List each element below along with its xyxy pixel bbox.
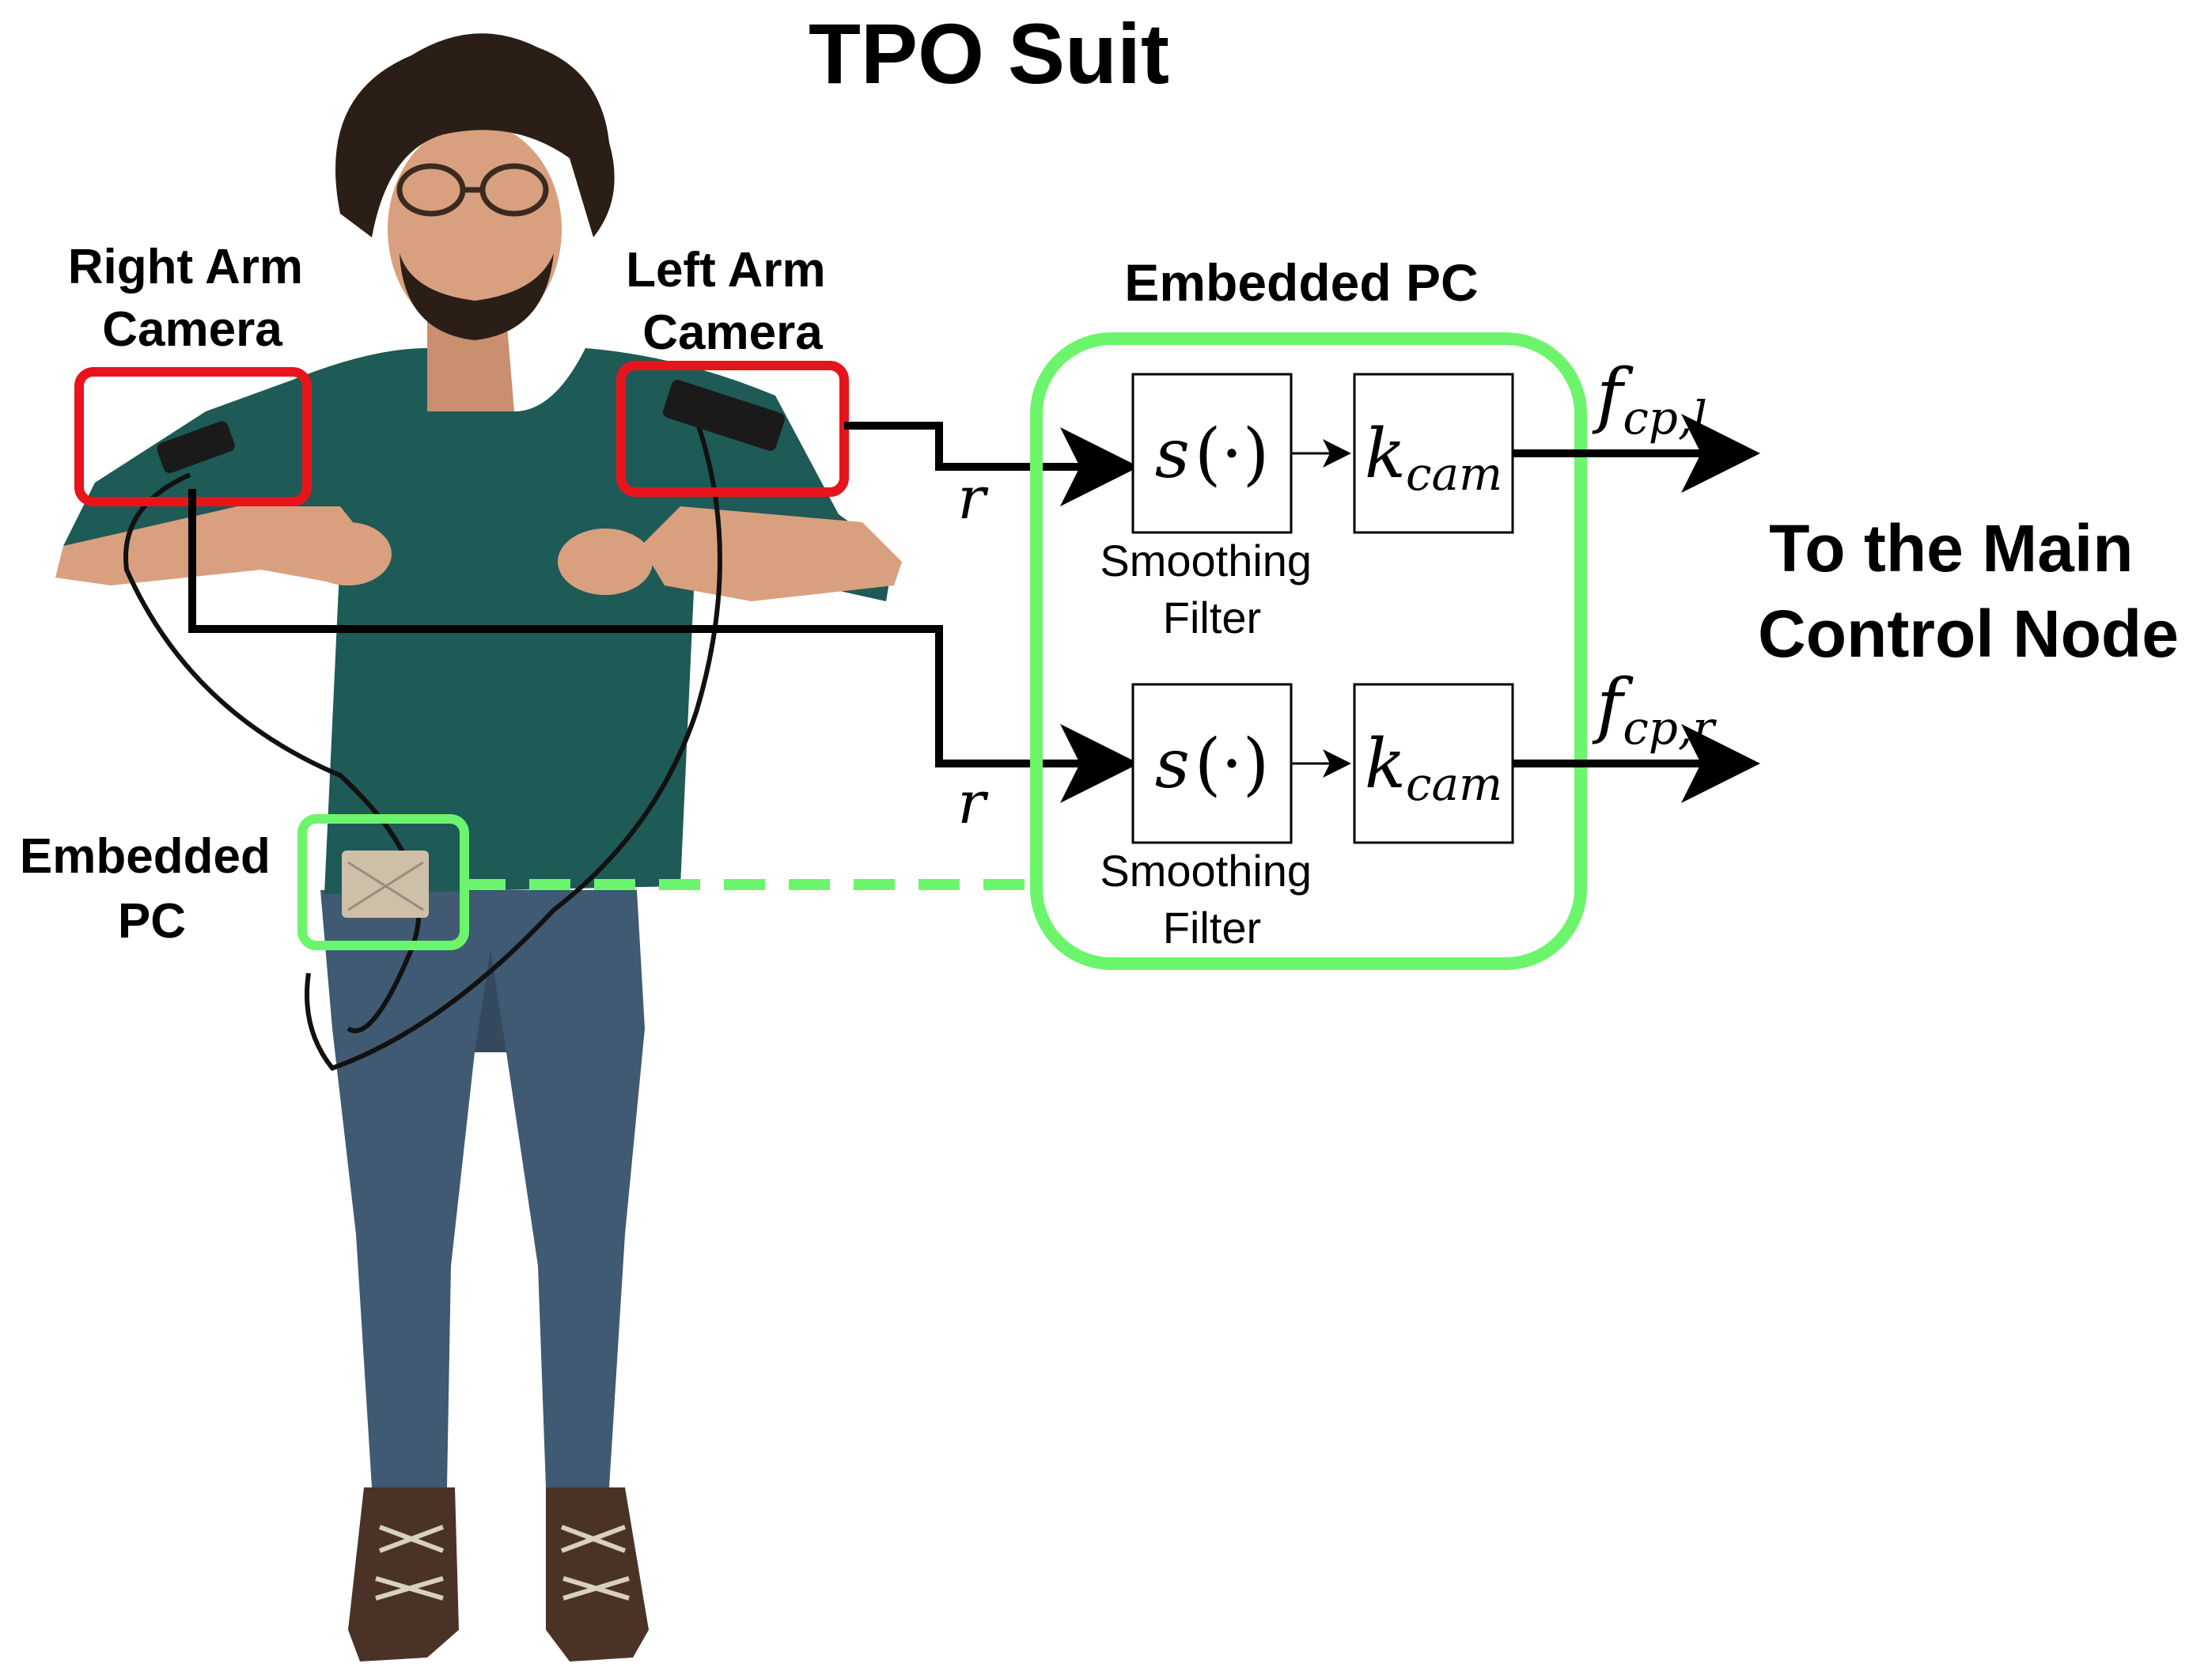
embedded-pc-box-title: Embedded PC bbox=[1124, 253, 1478, 312]
beard bbox=[400, 253, 554, 340]
filter-function-bottom: s(·) bbox=[1155, 725, 1270, 804]
input-signal-label-top: r bbox=[957, 464, 989, 532]
right-shoe bbox=[546, 1487, 649, 1662]
jeans bbox=[320, 890, 645, 1503]
right-arm-camera-label: Right Arm Camera bbox=[68, 240, 317, 357]
embedded-pc-device bbox=[342, 851, 429, 918]
output-target-label: To the Main Control Node bbox=[1758, 511, 2179, 671]
filter-function-top: s(·) bbox=[1155, 415, 1270, 494]
gain-block-top bbox=[1353, 373, 1514, 534]
input-signal-label-bottom: r bbox=[957, 769, 989, 837]
left-arm-camera-label: Left Arm Camera bbox=[626, 243, 839, 360]
left-arm-camera-device bbox=[663, 380, 785, 451]
left-arm bbox=[641, 506, 902, 601]
camera-cables bbox=[123, 419, 722, 1071]
gain-top: kcam bbox=[1365, 415, 1502, 501]
right-camera-signal-line bbox=[188, 489, 1139, 803]
filter-caption-bottom: Smoothing Filter bbox=[1100, 846, 1324, 953]
output-signal-label-top: fcp,l bbox=[1592, 354, 1707, 445]
output-signal-label-bottom: fcp,r bbox=[1592, 664, 1717, 755]
right-arm bbox=[55, 506, 372, 585]
gain-block-bottom bbox=[1353, 683, 1514, 844]
right-arm-camera-device bbox=[157, 421, 235, 473]
hair bbox=[335, 33, 615, 237]
shirt bbox=[293, 348, 894, 894]
filter-caption-top: Smoothing Filter bbox=[1100, 536, 1324, 642]
face bbox=[388, 123, 562, 336]
person-illustration bbox=[55, 33, 902, 1662]
left-shoe bbox=[348, 1487, 459, 1662]
embedded-pc-box bbox=[1030, 332, 1587, 970]
left-camera-signal-line bbox=[844, 422, 1139, 506]
glasses bbox=[396, 163, 549, 217]
gain-bottom: kcam bbox=[1365, 725, 1502, 811]
embedded-pc-label: Embedded PC bbox=[20, 829, 284, 949]
diagram-title: TPO Suit bbox=[809, 6, 1169, 101]
